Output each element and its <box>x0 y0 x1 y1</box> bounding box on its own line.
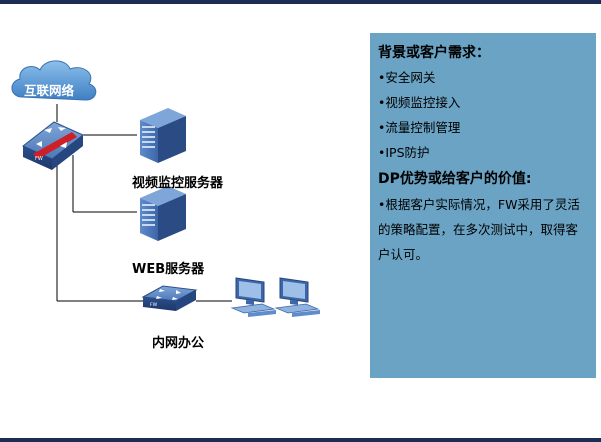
switch-tag: FW <box>150 302 158 308</box>
needs-title: 背景或客户需求： <box>378 45 490 61</box>
firewall-icon: FW <box>22 121 84 170</box>
desktop-pc-icon-2 <box>274 277 320 317</box>
need-item: •视频监控接入 <box>378 95 461 110</box>
web-server-label: WEB服务器 <box>132 262 205 277</box>
internet-cloud-icon <box>11 60 97 101</box>
office-label: 内网办公 <box>152 336 205 351</box>
switch-icon: FW <box>141 285 198 311</box>
info-panel: 背景或客户需求： •安全网关 •视频监控接入 •流量控制管理 •IPS防护 DP… <box>370 33 596 378</box>
need-item: •流量控制管理 <box>378 120 461 135</box>
need-item: •IPS防护 <box>378 145 430 160</box>
desktop-pc-icon-1 <box>230 277 276 317</box>
bottom-rule <box>0 438 601 442</box>
web-server-icon <box>140 186 186 241</box>
video-server-icon <box>140 108 186 163</box>
video-server-label: 视频监控服务器 <box>132 176 224 191</box>
connection-lines <box>56 104 232 302</box>
need-item: •安全网关 <box>378 70 436 85</box>
firewall-tag: FW <box>35 156 43 162</box>
internet-label: 互联网络 <box>24 83 75 98</box>
value-title: DP优势或给客户的价值: <box>378 171 532 187</box>
value-description: •根据客户实际情况，FW采用了灵活的策略配置，在多次测试中，取得客户认可。 <box>378 197 580 262</box>
top-rule <box>0 0 601 4</box>
